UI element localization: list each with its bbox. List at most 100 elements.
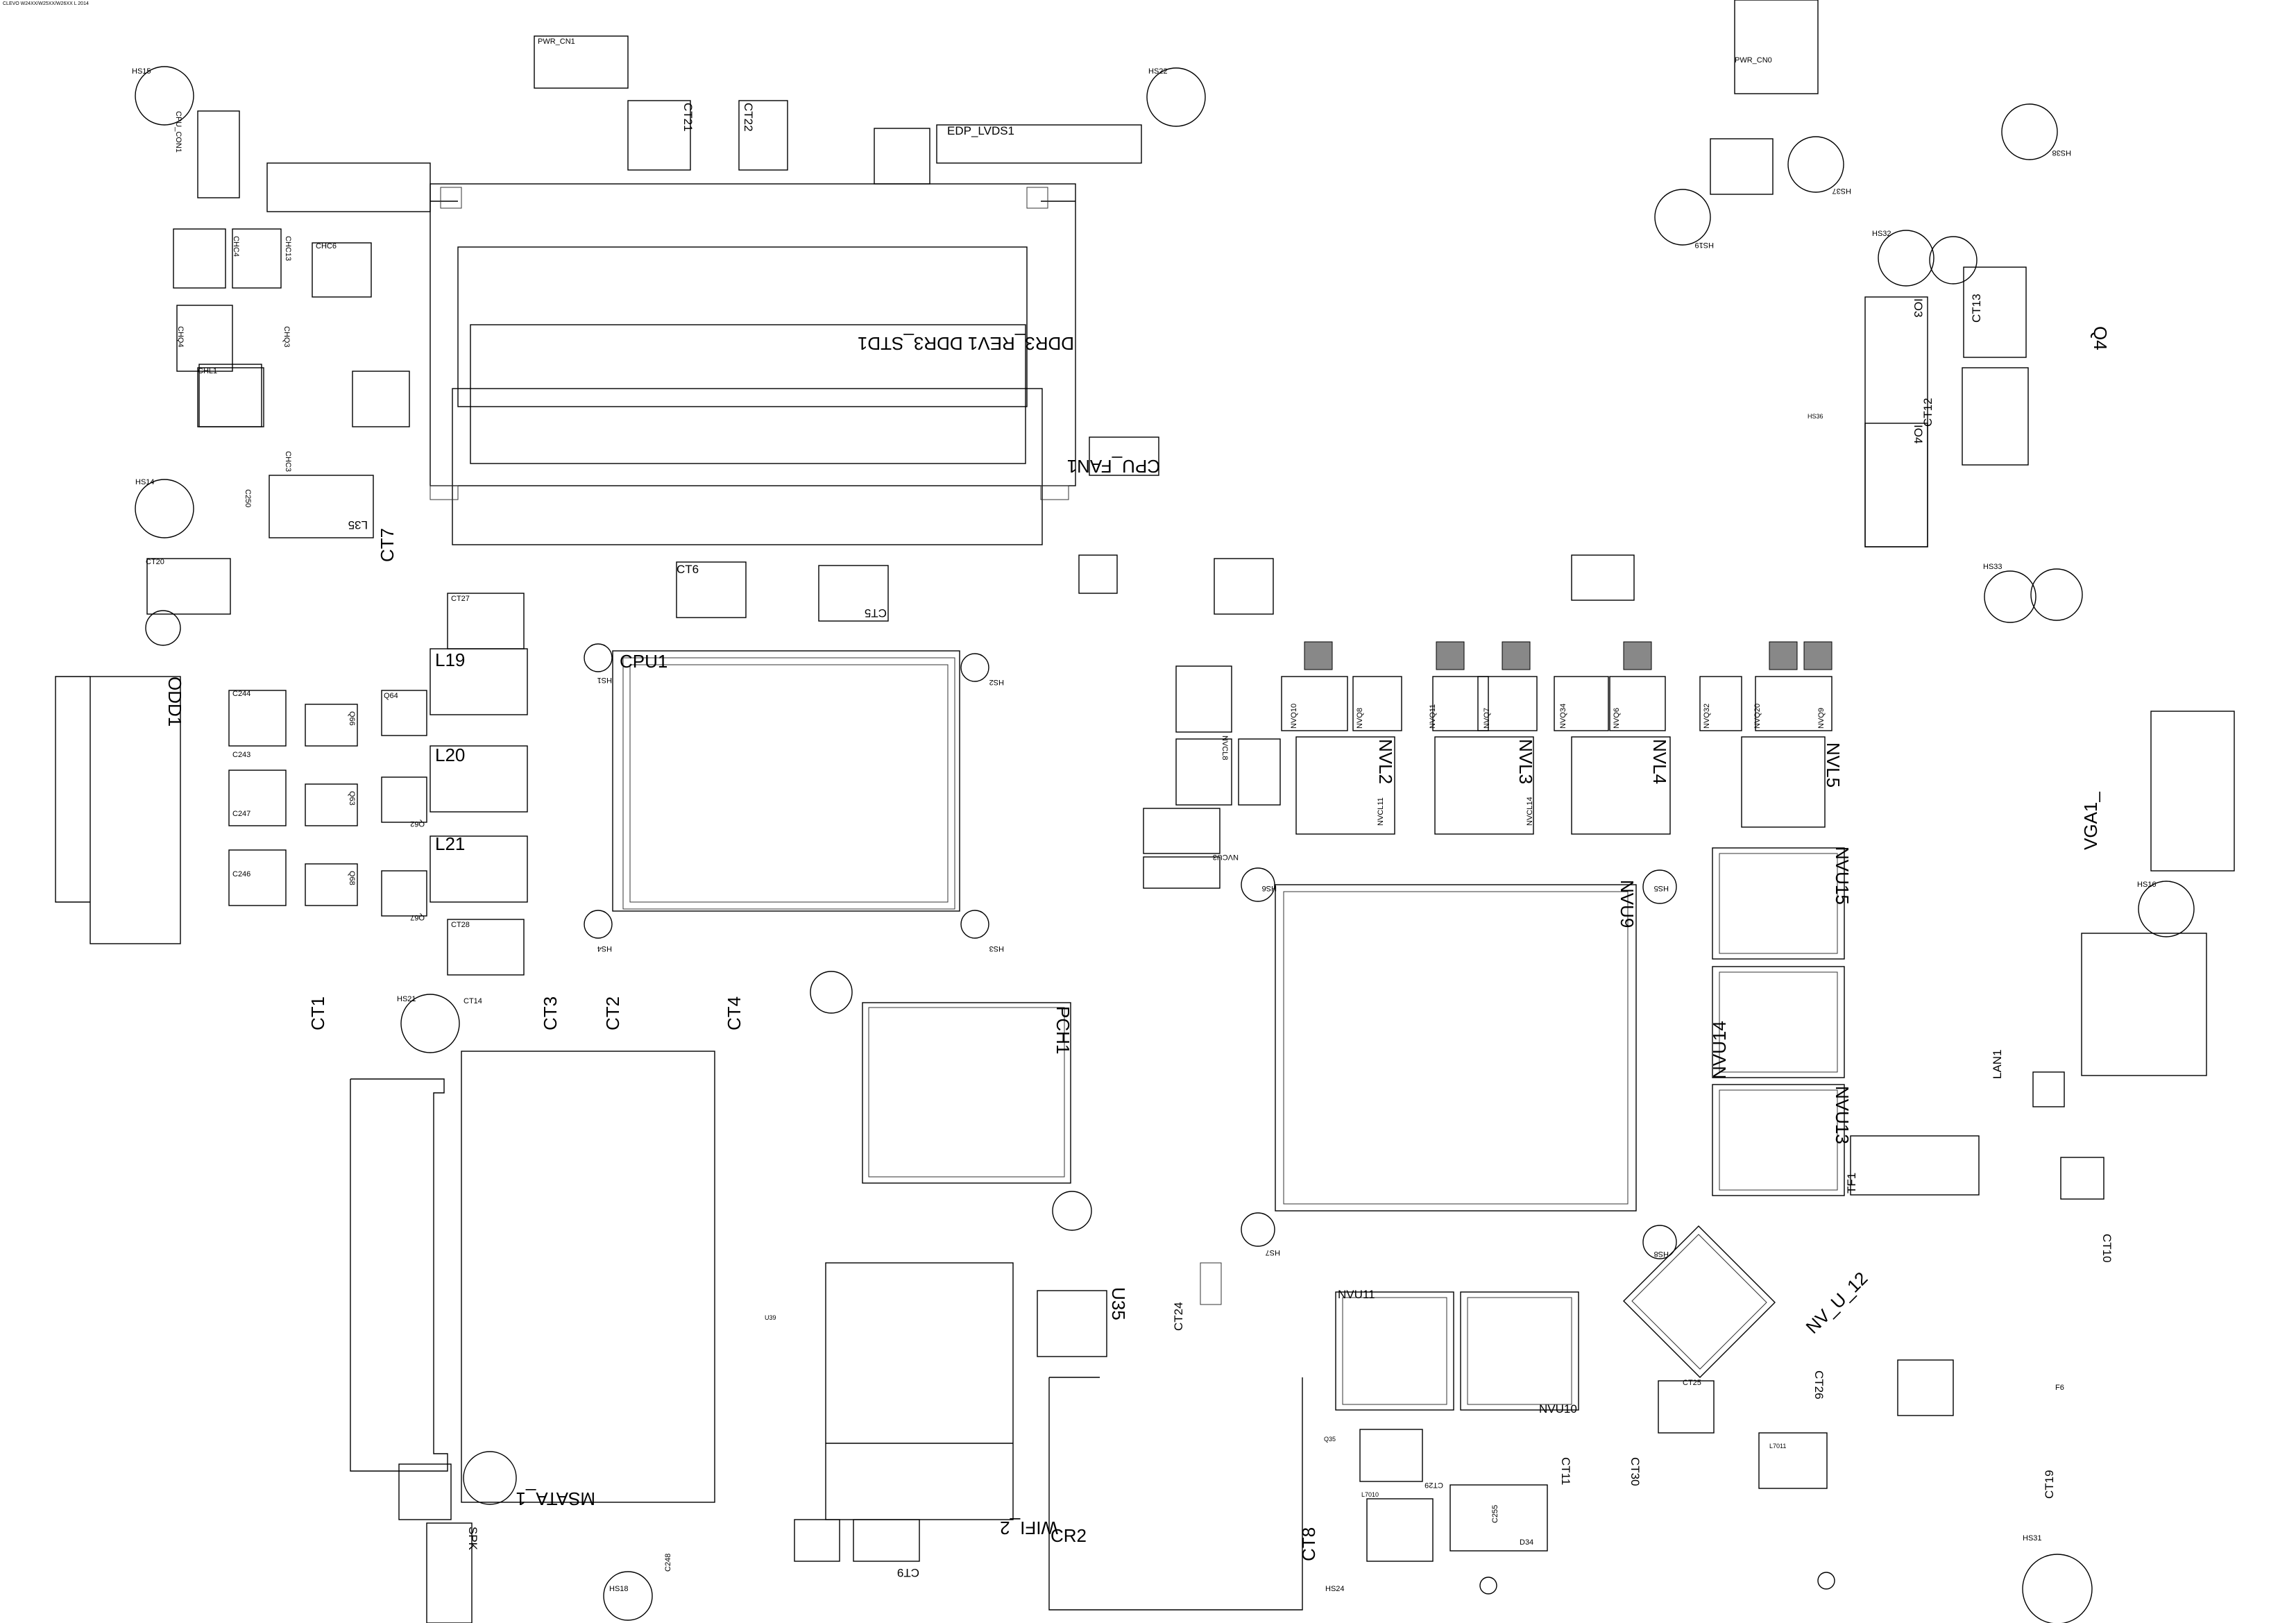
nvu15-designator: NVU15 <box>1832 847 1853 905</box>
u35-designator: U35 <box>1108 1287 1129 1320</box>
pch1-chip <box>810 971 1092 1231</box>
q62-label: Q62 <box>410 819 425 828</box>
right-area-parts <box>1359 0 2235 1623</box>
chc13-label: CHC13 <box>284 236 292 262</box>
nvu14-designator: NVU14 <box>1709 1021 1730 1079</box>
c243-label: C243 <box>232 751 251 759</box>
l7011-label: L7011 <box>1769 1443 1787 1450</box>
ct11-designator: CT11 <box>1559 1457 1572 1486</box>
chl1-label: CHL1 <box>198 367 218 375</box>
wifi-area <box>794 1262 1303 1611</box>
l35-designator: L35 <box>348 518 368 532</box>
ct24-designator: CT24 <box>1172 1302 1185 1331</box>
ct30-designator: CT30 <box>1629 1457 1642 1486</box>
f6-label: F6 <box>2055 1384 2064 1392</box>
hs21-label: HS21 <box>397 995 416 1003</box>
u39-label: U39 <box>765 1314 776 1321</box>
hs32-label: HS32 <box>1872 230 1891 238</box>
hs8-label: HS8 <box>1653 1250 1669 1258</box>
pch1-designator: PCH1 <box>1053 1006 1073 1055</box>
hs24-label: HS24 <box>1325 1585 1345 1593</box>
nvq10-label: NVQ10 <box>1290 703 1298 729</box>
nvl2-designator: NVL2 <box>1375 739 1396 785</box>
c247-label: C247 <box>232 810 251 818</box>
nvq9-label: NVQ9 <box>1817 708 1826 729</box>
wifi-designator: WIFI_2 <box>1000 1518 1058 1538</box>
ct9-designator: CT9 <box>896 1566 919 1579</box>
ct21-designator: CT21 <box>681 103 695 132</box>
nvq7-label: NVQ7 <box>1483 708 1491 729</box>
gpu-vrm-inductors <box>1143 641 1832 889</box>
cpu-fan-designator: CPU_FAN1 <box>1066 456 1160 477</box>
ct19-designator: CT19 <box>2043 1470 2056 1499</box>
hs36-label: HS36 <box>1808 413 1823 420</box>
ct13-designator: CT13 <box>1970 294 1983 323</box>
nvq8-label: NVQ8 <box>1356 708 1364 729</box>
hs22-label: HS22 <box>1148 67 1168 76</box>
ct2-designator: CT2 <box>602 996 623 1030</box>
ct25-designator: CT25 <box>1683 1379 1701 1387</box>
msata-designator: MSATA_1 <box>516 1488 595 1509</box>
nvu11-designator: NVU11 <box>1338 1288 1375 1301</box>
hs16-label: HS16 <box>2137 881 2157 889</box>
lan1-designator: LAN1 <box>1991 1049 2004 1079</box>
nvcl8-label: NVCL8 <box>1221 736 1229 760</box>
hs2-label: HS2 <box>989 678 1004 686</box>
chc4-label: CHC4 <box>232 236 240 257</box>
nvq6-label: NVQ6 <box>1613 708 1621 729</box>
ct22-designator: CT22 <box>742 103 755 132</box>
q4-designator: Q4 <box>2090 326 2111 350</box>
hs14-label: HS14 <box>135 478 155 486</box>
nvcl14-label: NVCL14 <box>1526 797 1534 826</box>
nvq32-label: NVQ32 <box>1703 703 1711 729</box>
tf1-designator: TF1 <box>1845 1172 1858 1193</box>
chc3-label: CHC3 <box>284 451 292 472</box>
left-area-parts <box>55 66 528 1053</box>
odd1-designator: ODD1 <box>164 677 185 727</box>
top-center-parts <box>534 35 1274 1305</box>
header-text: CLEVO W24XX/W25XX/W26XX L 2014 <box>3 1 89 6</box>
chq3-label: CHQ3 <box>282 326 291 348</box>
nvu9-designator: NVU9 <box>1617 880 1638 928</box>
ct8-designator: CT8 <box>1298 1527 1319 1561</box>
nvq11-label: NVQ11 <box>1429 704 1437 729</box>
nvq20-label: NVQ20 <box>1753 703 1762 729</box>
ddr3-slot <box>430 183 1076 545</box>
vga-designator: VGA1_ <box>2080 792 2101 850</box>
cr2-designator: CR2 <box>1051 1525 1087 1546</box>
hs5-label: HS5 <box>1653 884 1669 892</box>
q66-label: Q66 <box>348 711 356 726</box>
q35-label: Q35 <box>1324 1436 1336 1443</box>
hs6-label: HS6 <box>1261 884 1277 892</box>
q63-label: Q63 <box>348 791 356 806</box>
c246-label: C246 <box>232 870 251 878</box>
q67-label: Q67 <box>410 913 425 921</box>
io4-designator: IO4 <box>1912 425 1925 444</box>
ct14-designator: CT14 <box>464 997 482 1005</box>
ct5-designator: CT5 <box>864 606 887 620</box>
io3-designator: IO3 <box>1912 298 1925 318</box>
l19-designator: L19 <box>435 649 466 670</box>
hs37-label: HS37 <box>1832 187 1851 195</box>
l20-designator: L20 <box>435 745 466 765</box>
chq4-label: CHQ4 <box>176 326 185 348</box>
c255-label: C255 <box>1491 1504 1499 1523</box>
c244-label: C244 <box>232 690 251 698</box>
cpu-con-label: CPU_CON1 <box>174 111 182 153</box>
ct3-designator: CT3 <box>540 996 561 1030</box>
c248-label: C248 <box>664 1553 672 1572</box>
hs4-label: HS4 <box>597 944 612 953</box>
vram-chips <box>1335 847 1845 1411</box>
q68-label: Q68 <box>348 871 356 885</box>
nvu9-gpu <box>1241 867 1677 1259</box>
hs19-label: HS19 <box>1694 241 1714 249</box>
cpu1-designator: CPU1 <box>620 651 668 672</box>
hs38-label: HS38 <box>2052 148 2071 157</box>
nvcu3-label: NVCU3 <box>1212 853 1239 861</box>
msata-area <box>350 1051 715 1623</box>
nvcl11-label: NVCL11 <box>1377 797 1385 826</box>
hs18-label: HS18 <box>609 1585 629 1593</box>
hs33-label: HS33 <box>1983 563 2002 571</box>
cpu1-socket <box>584 643 989 939</box>
